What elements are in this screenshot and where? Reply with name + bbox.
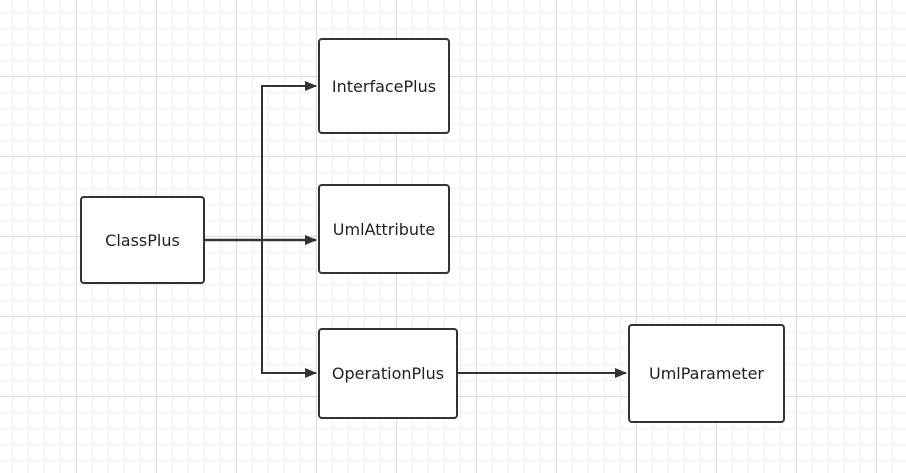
node-label-classplus: ClassPlus xyxy=(105,230,180,250)
node-label-interfaceplus: InterfacePlus xyxy=(331,76,437,96)
node-label-umlattribute: UmlAttribute xyxy=(332,219,436,239)
node-interfaceplus[interactable]: InterfacePlus xyxy=(318,38,450,134)
node-operationplus[interactable]: OperationPlus xyxy=(318,328,458,419)
node-classplus[interactable]: ClassPlus xyxy=(80,196,205,284)
node-label-umlparameter: UmlParameter xyxy=(649,364,764,383)
node-label-operationplus: OperationPlus xyxy=(331,364,445,383)
edge-classplus-to-interfaceplus[interactable] xyxy=(205,81,317,241)
node-umlattribute[interactable]: UmlAttribute xyxy=(318,184,450,274)
node-umlparameter[interactable]: UmlParameter xyxy=(628,324,785,423)
edge-classplus-to-operationplus[interactable] xyxy=(205,239,317,378)
